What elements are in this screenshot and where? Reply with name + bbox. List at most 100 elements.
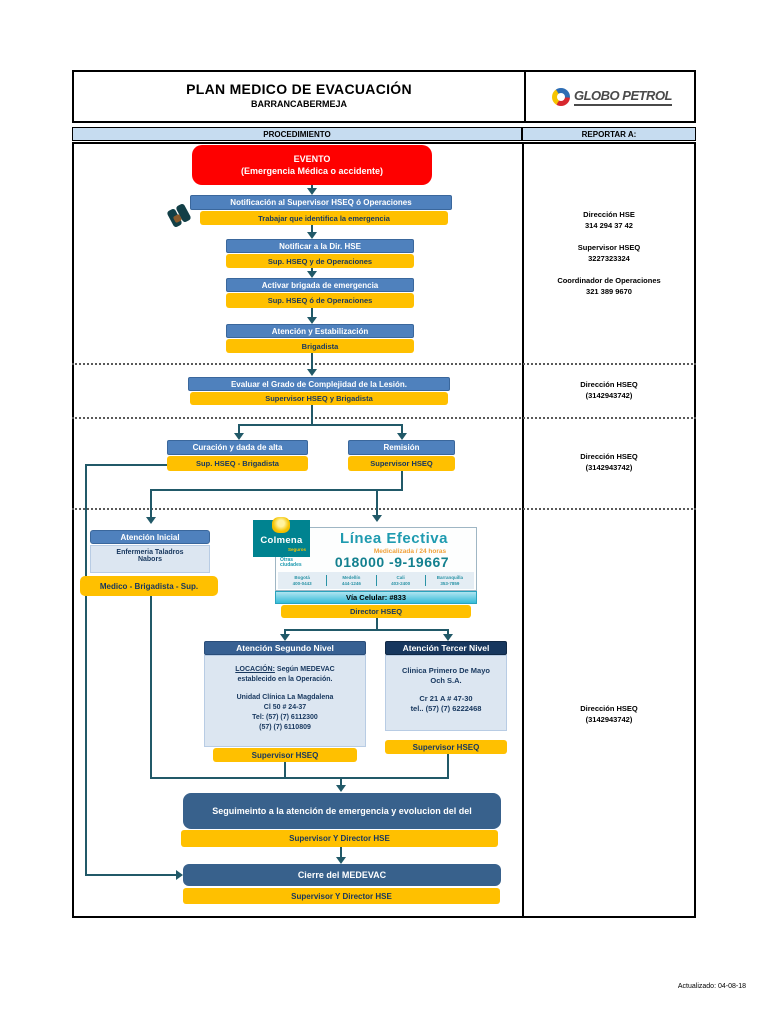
event-subtitle: (Emergencia Médica o accidente) [240,166,384,176]
connector [311,308,313,318]
report-direccion-hseq-phone: (3142943742) [585,391,633,400]
actor-cierre-medevac: Supervisor Y Director HSE [183,888,500,904]
connector [447,629,449,635]
step-seguimiento: Seguimeinto a la atención de emergencia … [183,793,501,829]
step-tercer-nivel: Atención Tercer Nivel [385,641,507,655]
arrow-right-icon [176,870,183,880]
city-phone: 444-1246 [341,580,361,586]
page-subtitle: BARRANCABERMEJA [250,99,347,109]
report-direccion-hseq-phone: (3142943742) [585,715,633,724]
arrow-down-icon [280,634,290,641]
linea-efectiva-card: Línea Efectiva Medicalizada / 24 horas O… [275,527,477,591]
connector [401,471,403,491]
connector [311,185,313,189]
tercer-nivel-address: Cr 21 A # 47-30 [419,694,473,703]
arrow-down-icon [307,317,317,324]
arrow-down-icon [234,433,244,440]
main-frame [72,142,696,918]
spacer [205,685,365,693]
step-notificacion: Notificación al Supervisor HSEQ ó Operac… [190,195,452,210]
connector [311,405,313,425]
segundo-nivel-locacion2: establecido en la Operación. [237,676,333,683]
actor-evaluar-lesion: Supervisor HSEQ y Brigadista [190,392,448,405]
atencion-inicial-body: Enfermeria Taladros Nabors [90,545,210,573]
arrow-down-icon [372,515,382,522]
connector [447,754,449,779]
connector [376,618,378,631]
city-phone-strip: Bogotá 400-0443 Medellín 444-1246 Cali 4… [278,572,474,589]
connector [150,489,403,491]
phase-separator [72,417,696,419]
report-supervisor-hseq-label: Supervisor HSEQ [577,243,641,252]
step-remision: Remisión [348,440,455,455]
header: PLAN MEDICO DE EVACUACIÓN BARRANCABERMEJ… [72,70,696,123]
column-header-report: REPORTAR A: [522,127,696,141]
arrow-down-icon [146,517,156,524]
header-titles: PLAN MEDICO DE EVACUACIÓN BARRANCABERMEJ… [74,72,524,121]
connector [85,464,167,466]
report-direccion-hseq-phone: (3142943742) [585,463,633,472]
connector [311,268,313,272]
column-divider [522,142,524,918]
segundo-nivel-phone1: Tel: (57) (7) 6112300 [252,714,318,721]
actor-seguimiento: Supervisor Y Director HSE [181,830,498,847]
actor-activar-brigada: Sup. HSEQ ó de Operaciones [226,293,414,308]
report-supervisor-hseq-phone: 3227323324 [588,254,630,263]
globe-logo-icon [552,87,570,106]
arrow-down-icon [307,369,317,376]
connector [401,424,403,434]
locacion-rest: Según MEDEVAC [274,666,335,673]
colmena-brand-sub: Seguros [287,547,306,552]
emergency-phone-number: 018000 -9-19667 [334,554,450,570]
report-direccion-hseq-label: Dirección HSEQ [580,380,638,389]
step-activar-brigada: Activar brigada de emergencia [226,278,414,292]
page-title: PLAN MEDICO DE EVACUACIÓN [186,81,412,97]
connector [311,225,313,232]
arrow-down-icon [397,433,407,440]
report-direccion-hse-label: Dirección HSE [583,210,635,219]
other-cities-line2: ciudades [280,562,302,568]
step-evaluar-lesion: Evaluar el Grado de Complejidad de la Le… [188,377,450,391]
arrow-down-icon [443,634,453,641]
segundo-nivel-clinic: Unidad Clínica La Magdalena [236,694,334,701]
actor-atencion-inicial: Medico - Brigadista - Sup. [80,576,218,596]
phase-separator [72,508,696,510]
connector [150,596,152,779]
report-direccion-hseq-label: Dirección HSEQ [580,452,638,461]
actor-segundo-nivel: Supervisor HSEQ [213,748,357,762]
tercer-nivel-clinic1: Clinica Primero De Mayo [402,666,490,675]
arrow-down-icon [307,232,317,239]
event-node: EVENTO (Emergencia Médica o accidente) [192,145,432,185]
atencion-inicial-line2: Nabors [137,556,163,563]
connector [238,424,403,426]
connector [284,762,286,779]
locacion-label: LOCACIÓN: [235,666,275,673]
actor-atencion-estabilizacion: Brigadista [226,339,414,353]
company-logo: GLOBO PETROL [524,72,698,121]
tercer-nivel-phone: tel.. (57) (7) 6222468 [410,704,482,713]
spacer [386,686,506,694]
phase-separator [72,363,696,365]
step-curacion: Curación y dada de alta [167,440,308,455]
actor-notificar-dir: Sup. HSEQ y de Operaciones [226,254,414,268]
connector [340,777,342,786]
actor-tercer-nivel: Supervisor HSEQ [385,740,507,754]
updated-date: Actualizado: 04-08-18 [677,983,746,990]
connector [284,629,449,631]
arrow-down-icon [307,271,317,278]
tercer-nivel-clinic2: Och S.A. [430,676,462,685]
actor-curacion: Sup. HSEQ - Brigadista [167,456,308,471]
connector [340,847,342,858]
column-header-procedure: PROCEDIMIENTO [72,127,522,141]
colmena-logo: Colmena Seguros [253,517,310,557]
event-title: EVENTO [293,154,331,164]
via-celular-bar: Vía Celular: #833 [275,591,477,604]
connector [284,629,286,635]
linea-efectiva-subtitle: Medicalizada / 24 horas [373,548,447,555]
city-phone: 353-7859 [440,580,460,586]
city-bogota: Bogotá 400-0443 [278,575,326,586]
colmena-brand: Colmena [260,535,303,546]
city-phone: 400-0443 [292,580,312,586]
actor-notificacion: Trabajar que identifica la emergencia [200,211,448,225]
